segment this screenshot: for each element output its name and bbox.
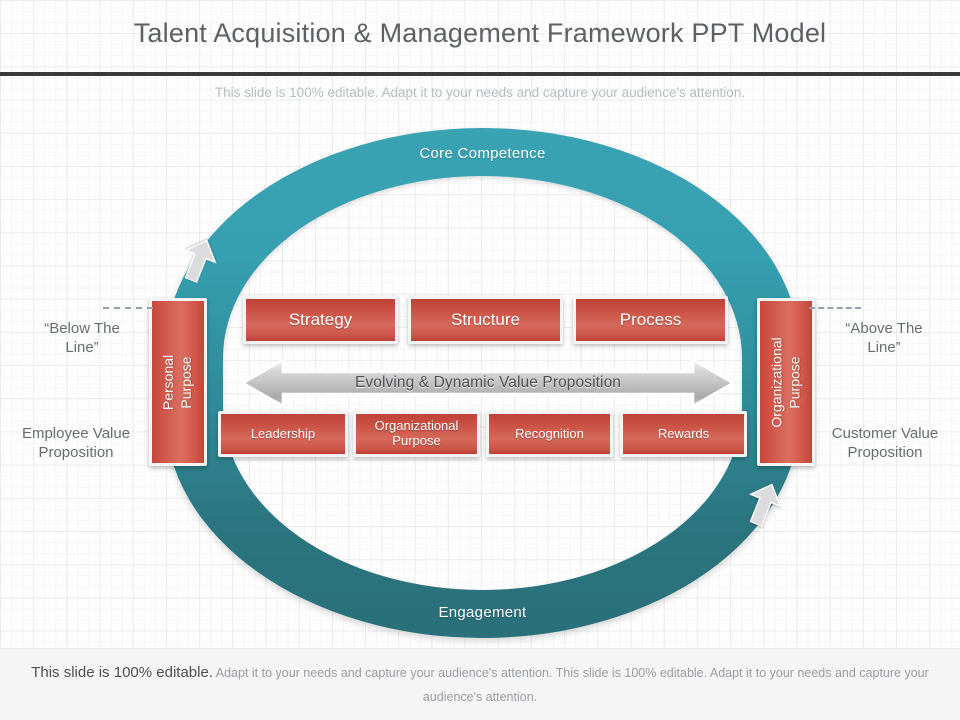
annotation-above-the-line: “Above The Line” (845, 320, 923, 356)
pillar-right-line1: Organizational (768, 336, 785, 428)
pillar-left-line2: Purpose (178, 355, 195, 409)
ring-label-engagement: Engagement (438, 604, 527, 621)
box-recognition[interactable]: Recognition (486, 411, 613, 457)
page-title: Talent Acquisition & Management Framewor… (133, 18, 827, 48)
pillar-personal-purpose-label: Personal Purpose (161, 354, 196, 409)
pillar-left-line1: Personal (160, 354, 177, 410)
title-divider (0, 72, 960, 76)
box-leadership[interactable]: Leadership (218, 411, 348, 457)
box-strategy[interactable]: Strategy (243, 296, 398, 344)
pillar-personal-purpose[interactable]: Personal Purpose (149, 298, 207, 466)
footer-note: This slide is 100% editable. Adapt it to… (0, 648, 960, 720)
box-structure[interactable]: Structure (408, 296, 563, 344)
dashed-line-left (103, 307, 153, 309)
ring-label-core-competence: Core Competence (419, 145, 546, 162)
annotation-customer-value-proposition: Customer Value Proposition (831, 425, 939, 461)
annotation-below-the-line: “Below The Line” (44, 320, 120, 356)
dashed-line-right (809, 307, 861, 309)
annotation-employee-value-proposition: Employee Value Proposition (21, 425, 131, 461)
box-rewards[interactable]: Rewards (620, 411, 747, 457)
page-subtitle: This slide is 100% editable. Adapt it to… (214, 85, 746, 100)
curved-arrow-down-icon (174, 233, 224, 287)
double-headed-arrow-icon (243, 358, 733, 408)
pillar-right-line2: Purpose (786, 355, 802, 409)
footer-rest-text: Adapt it to your needs and capture your … (212, 666, 929, 704)
pillar-organizational-purpose-label: Organizational Purpose (769, 337, 804, 427)
footer-strong-text: This slide is 100% editable. (31, 664, 213, 681)
pillar-organizational-purpose[interactable]: Organizational Purpose (757, 298, 815, 466)
box-process[interactable]: Process (573, 296, 728, 344)
curved-arrow-up-icon (739, 477, 789, 531)
box-organizational-purpose[interactable]: Organizational Purpose (353, 411, 480, 457)
